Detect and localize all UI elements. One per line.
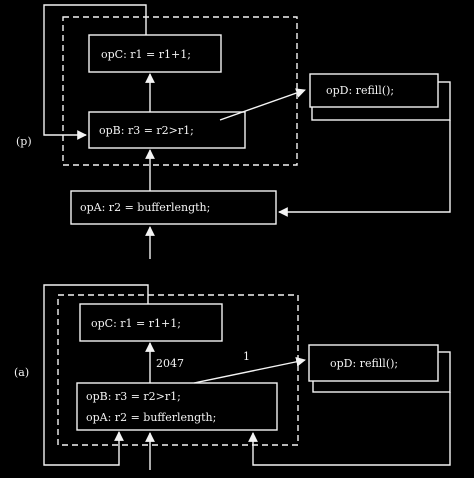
panel-a-edge-count-cold: 1: [243, 350, 250, 363]
panel-b-opB-node: opB: r3 = r2>r1;: [88, 111, 246, 149]
panel-b-opD-node: opD: refill();: [309, 73, 451, 121]
panel-b-opD-box: [309, 73, 439, 108]
panel-a-opD-box: [308, 344, 439, 382]
panel-a-edge-count-hot: 2047: [156, 357, 184, 370]
panel-a-edge-opB-to-opD: [193, 356, 306, 384]
panel-b-opA-node: opA: r2 = bufferlength;: [70, 190, 277, 225]
panel-a-opC-node: opC: r1 = r1+1;: [79, 303, 223, 342]
panel-b-opA-label: opA: r2 = bufferlength;: [80, 201, 210, 214]
panel-a-opD-label: opD: refill();: [330, 357, 398, 370]
panel-b-opC-label: opC: r1 = r1+1;: [101, 48, 191, 61]
panel-a-opC-label: opC: r1 = r1+1;: [91, 317, 181, 330]
panel-a-edge-opD-to-opA: [248, 392, 451, 466]
panel-a-opB-opA-box: [76, 382, 278, 431]
panel-b-edge-opD-to-opA: [278, 120, 451, 217]
panel-b-edge-opC-loop-to-opB: [43, 4, 147, 140]
panel-b-opA-box: [70, 190, 277, 225]
panel-a-label: (a): [14, 366, 29, 379]
panel-b-opD-label: opD: refill();: [326, 84, 394, 97]
panel-a-opA-label: opA: r2 = bufferlength;: [86, 411, 216, 424]
panel-b-opB-label: opB: r3 = r2>r1;: [99, 124, 194, 137]
panel-a-dashed-region: [57, 294, 299, 446]
panel-a-opD-node: opD: refill();: [308, 344, 451, 393]
panel-b-edge-opB-to-opD: [219, 88, 306, 121]
panel-b-opB-box: [88, 111, 246, 149]
panel-b-dashed-region: [62, 16, 298, 166]
panel-a: (a) opC: r1 = r1+1; opB: r3 = r2>r1; opA…: [14, 284, 451, 470]
panel-a-opB-label: opB: r3 = r2>r1;: [86, 390, 181, 403]
panel-a-edge-opC-loop-to-opB: [43, 284, 149, 466]
panel-b: (p) opC: r1 = r1+1; opB: r3 = r2>r1; opD…: [16, 4, 451, 259]
panel-a-opC-box: [79, 303, 223, 342]
panel-b-opC-box: [88, 34, 222, 73]
panel-b-label: (p): [16, 135, 32, 148]
panel-a-opB-opA-node: opB: r3 = r2>r1; opA: r2 = bufferlength;: [76, 382, 278, 431]
panel-b-opC-node: opC: r1 = r1+1;: [88, 34, 222, 73]
